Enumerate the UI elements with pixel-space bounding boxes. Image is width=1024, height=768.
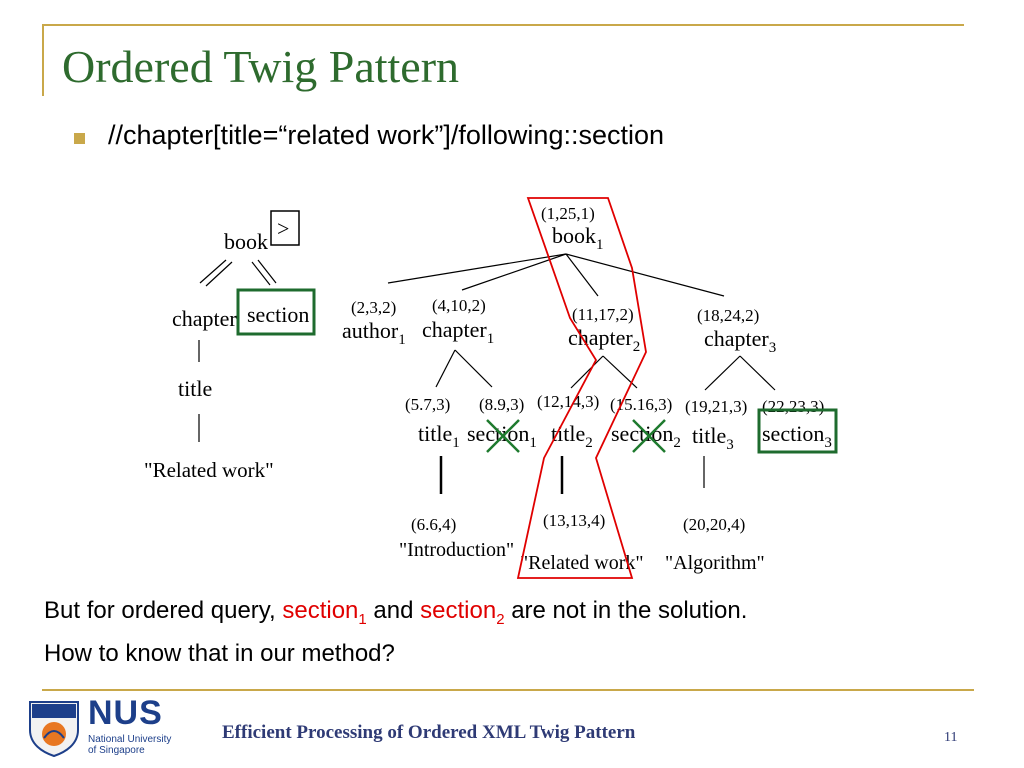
title2-label: (12,14,3) bbox=[537, 392, 599, 411]
author-node: author1 bbox=[342, 318, 406, 348]
chapter3-node: chapter3 bbox=[704, 326, 776, 356]
query-node-value: "Related work" bbox=[144, 458, 274, 482]
title1-node: title1 bbox=[418, 421, 460, 451]
caption-section1: section1 bbox=[282, 597, 367, 628]
query-node-chapter: chapter bbox=[172, 306, 237, 331]
order-symbol: > bbox=[277, 216, 289, 241]
twig-diagram: > book chapter section title "Related wo… bbox=[144, 197, 838, 579]
frame-left-rule bbox=[42, 24, 44, 96]
frame-top-rule bbox=[42, 24, 964, 26]
footer-rule bbox=[42, 689, 974, 691]
cross-icon-section2 bbox=[632, 419, 666, 453]
book-label: (1,25,1) bbox=[541, 204, 595, 223]
chapter2-node: chapter2 bbox=[568, 325, 640, 355]
document-tree: (1,25,1) book1 (2,3,2) author1 (4,10,2) … bbox=[342, 197, 838, 579]
bullet-square-icon bbox=[74, 133, 85, 144]
text2-label: (13,13,4) bbox=[543, 511, 605, 530]
book-node: book1 bbox=[552, 223, 604, 253]
logo-wordmark: NUS bbox=[88, 694, 163, 732]
footer-title: Efficient Processing of Ordered XML Twig… bbox=[222, 722, 636, 743]
query-section-highlight-box bbox=[236, 288, 316, 336]
nus-crest-icon bbox=[29, 701, 79, 758]
query-twig: > book chapter section title "Related wo… bbox=[144, 210, 316, 482]
section3-label: (22,23,3) bbox=[762, 397, 824, 416]
match-path-outline bbox=[516, 197, 647, 579]
caption: But for ordered query, section1 and sect… bbox=[44, 594, 747, 671]
chapter3-label: (18,24,2) bbox=[697, 306, 759, 325]
chapter1-node: chapter1 bbox=[422, 317, 494, 347]
title3-node: title3 bbox=[692, 423, 734, 453]
text3-label: (20,20,4) bbox=[683, 515, 745, 534]
section1-label: (8.9,3) bbox=[479, 395, 524, 414]
caption-line-1: But for ordered query, section1 and sect… bbox=[44, 597, 748, 628]
chapter1-label: (4,10,2) bbox=[432, 296, 486, 315]
section3-highlight-box bbox=[757, 408, 838, 454]
text1-label: (6.6,4) bbox=[411, 515, 456, 534]
author-label: (2,3,2) bbox=[351, 298, 396, 317]
chapter2-label: (11,17,2) bbox=[572, 305, 634, 324]
title3-label: (19,21,3) bbox=[685, 397, 747, 416]
text3-value: "Algorithm" bbox=[665, 552, 765, 574]
caption-section2: section2 bbox=[420, 597, 505, 628]
title2-node: title2 bbox=[551, 421, 593, 451]
query-node-title: title bbox=[178, 376, 212, 401]
section3-node: section3 bbox=[762, 421, 832, 451]
section2-label: (15.16,3) bbox=[610, 395, 672, 414]
query-node-book: book bbox=[224, 229, 268, 254]
page-number: 11 bbox=[944, 730, 958, 745]
title1-label: (5.7,3) bbox=[405, 395, 450, 414]
query-node-section: section bbox=[247, 302, 309, 327]
section2-node: section2 bbox=[611, 421, 681, 451]
text2-value: "Related work" bbox=[520, 552, 644, 574]
text1-value: "Introduction" bbox=[399, 539, 514, 561]
nus-logo: NUS National University of Singapore bbox=[26, 694, 182, 760]
logo-subtitle: National University of Singapore bbox=[88, 734, 172, 756]
cross-icon-section1 bbox=[486, 419, 520, 453]
slide-title: Ordered Twig Pattern bbox=[62, 41, 460, 92]
caption-line-2: How to know that in our method? bbox=[44, 639, 395, 667]
order-box bbox=[270, 210, 300, 246]
query-text: //chapter[title=“related work”]/followin… bbox=[108, 120, 665, 150]
